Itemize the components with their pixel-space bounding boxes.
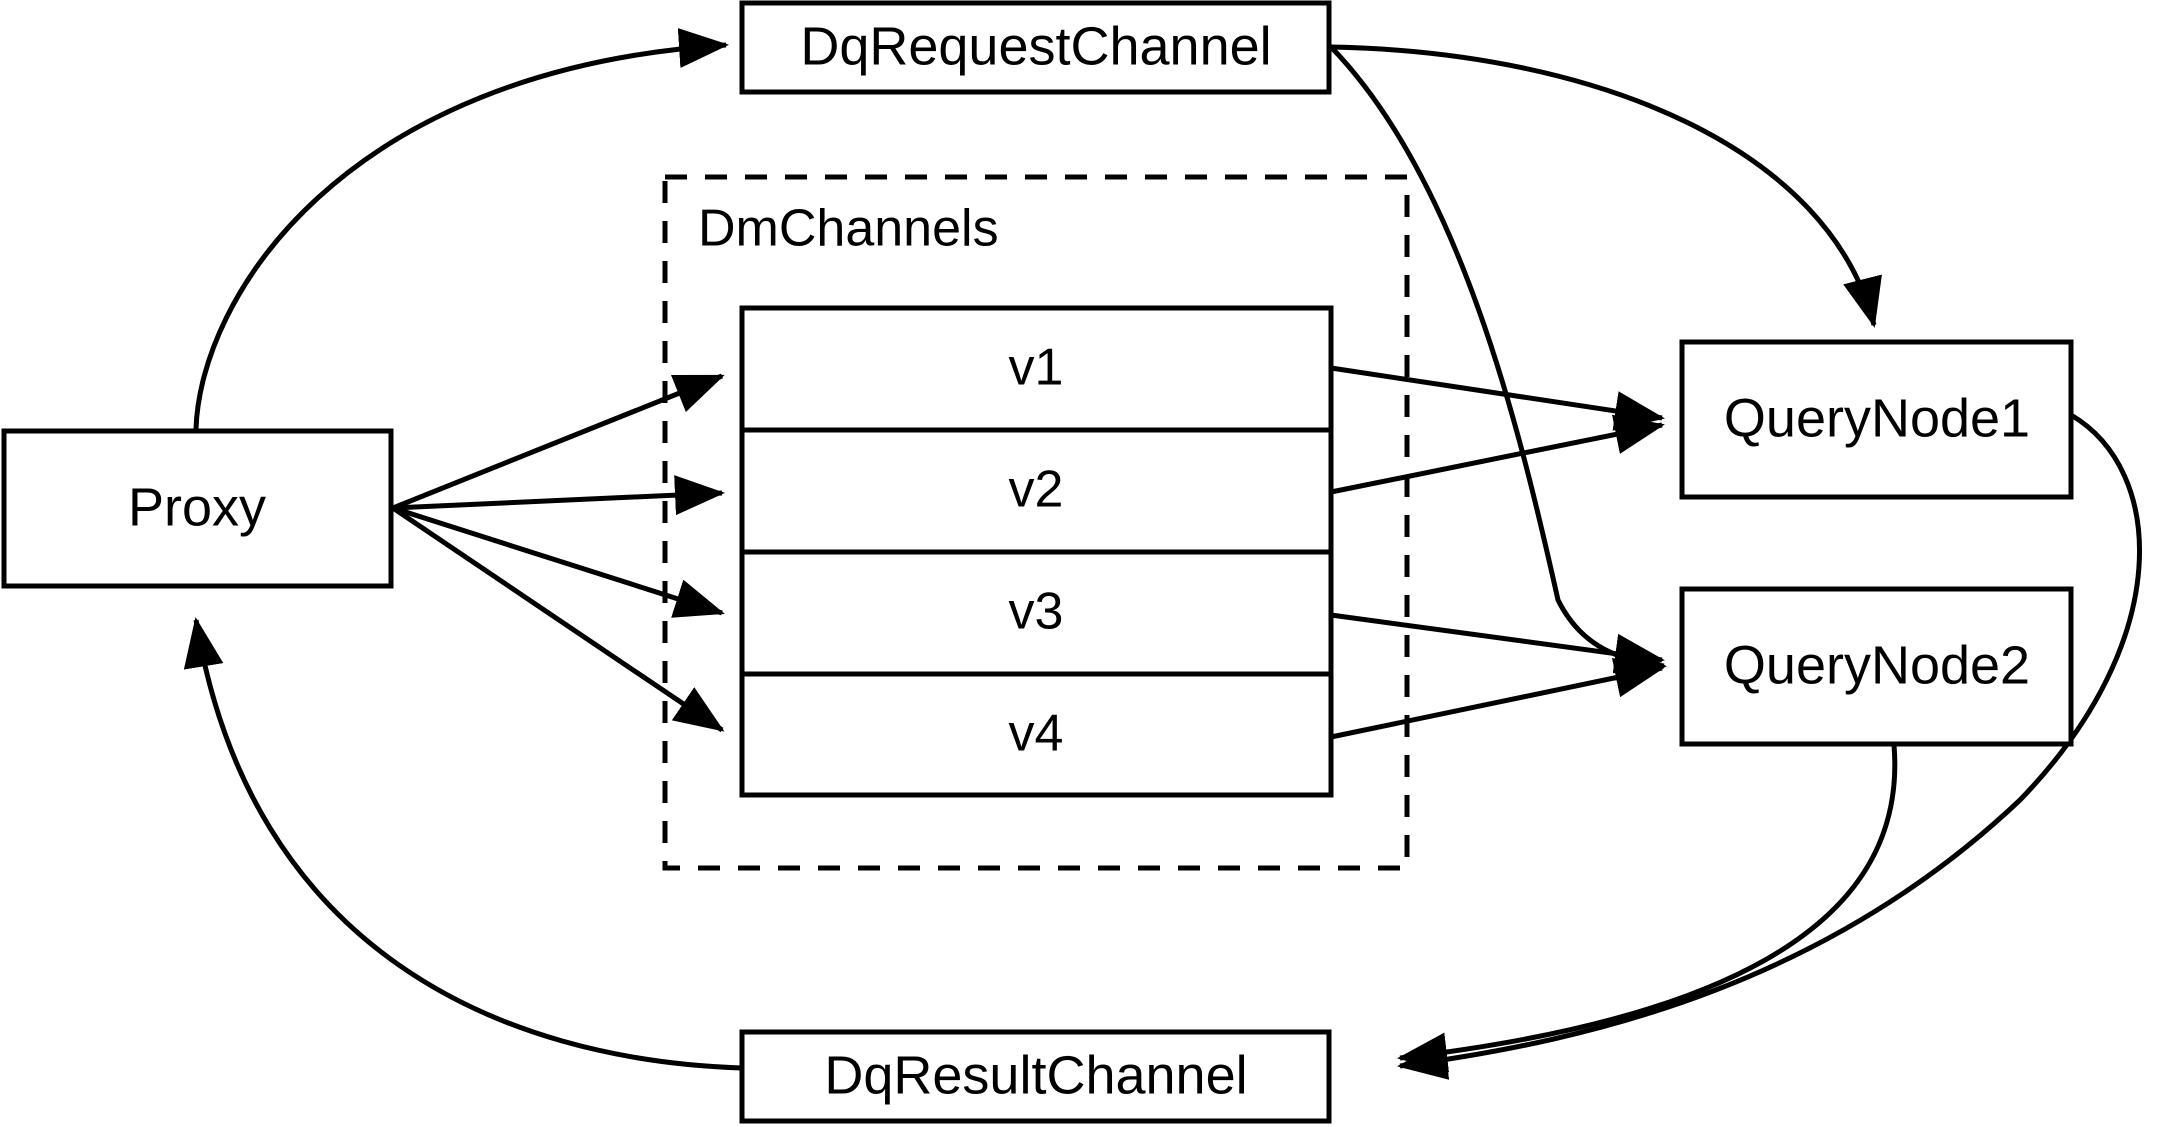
- edge-dqrequestchannel-to-querynode2: [1329, 45, 1667, 681]
- channel-item-v3[interactable]: v3: [1009, 583, 1064, 641]
- node-querynode1-box[interactable]: [1679, 339, 2074, 500]
- edge-v3-to-querynode2: [1330, 612, 1665, 674]
- node-querynode2-label: QueryNode2: [1724, 635, 2030, 695]
- node-proxy-box[interactable]: [1, 428, 394, 589]
- edge-proxy-to-dqrequestchannel: [193, 28, 729, 430]
- channel-item-v4[interactable]: v4: [1009, 705, 1064, 763]
- node-querynode1[interactable]: QueryNode1: [1679, 339, 2074, 500]
- edge-v2-to-querynode1: [1330, 414, 1665, 495]
- node-dqresultchannel-label: DqResultChannel: [824, 1045, 1247, 1105]
- edge-v4-to-querynode2: [1330, 658, 1665, 740]
- channel-item-v2[interactable]: v2: [1009, 461, 1064, 519]
- edge-proxy-to-v3: [392, 505, 725, 618]
- dmchannels-group-border: [662, 174, 1410, 871]
- edge-querynode1-to-dqresultchannel: [1397, 412, 2142, 1080]
- node-dqrequestchannel[interactable]: DqRequestChannel: [739, 0, 1332, 95]
- edge-proxy-to-v1: [392, 373, 725, 511]
- channel-item-v1[interactable]: v1: [1009, 339, 1064, 397]
- node-querynode2[interactable]: QueryNode2: [1679, 586, 2074, 747]
- node-dqrequestchannel-label: DqRequestChannel: [800, 16, 1271, 76]
- node-querynode2-box[interactable]: [1679, 586, 2074, 747]
- node-dqrequestchannel-box[interactable]: [739, 0, 1332, 95]
- channel-stack: v1 v2 v3 v4: [739, 305, 1334, 798]
- node-querynode1-label: QueryNode1: [1724, 388, 2030, 448]
- node-proxy[interactable]: Proxy: [1, 428, 394, 589]
- dmchannels-group-label: DmChannels: [698, 200, 999, 258]
- edge-proxy-to-v2: [392, 475, 725, 516]
- node-proxy-label: Proxy: [128, 477, 266, 537]
- edge-dqresultchannel-to-proxy: [183, 617, 743, 1071]
- edge-v1-to-querynode1: [1330, 365, 1665, 431]
- edges-layer: [183, 28, 2142, 1080]
- node-dqresultchannel-box[interactable]: [739, 1029, 1332, 1124]
- edge-querynode2-to-dqresultchannel: [1397, 744, 1898, 1073]
- dmchannels-group: DmChannels: [662, 174, 1410, 871]
- edge-proxy-to-v4: [391, 505, 725, 733]
- edge-dqrequestchannel-to-querynode1: [1330, 44, 1882, 328]
- node-dqresultchannel[interactable]: DqResultChannel: [739, 1029, 1332, 1124]
